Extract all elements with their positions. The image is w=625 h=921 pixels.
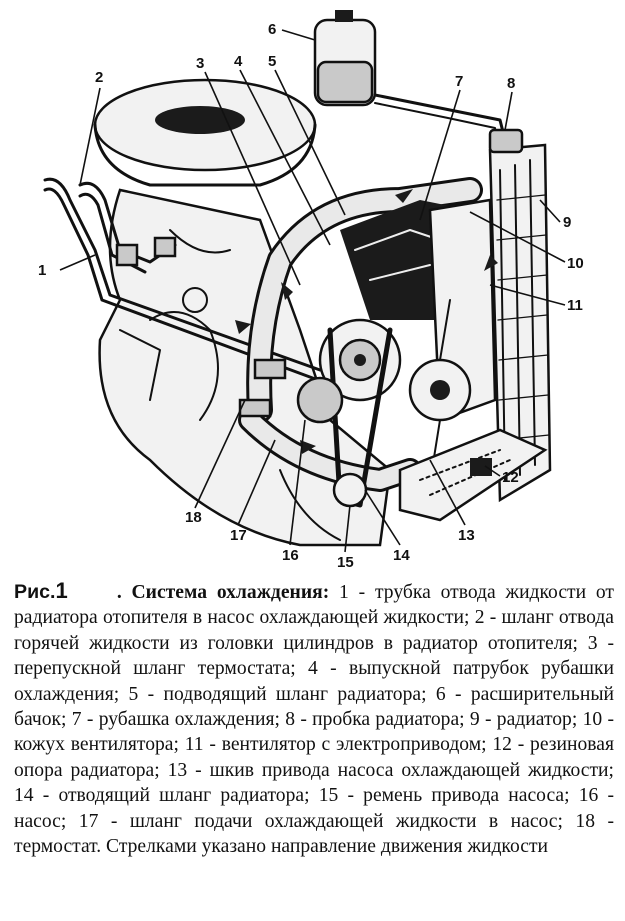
callout-16: 16 bbox=[282, 547, 299, 564]
figure-label: Рис. bbox=[14, 581, 56, 603]
pump-and-belt bbox=[296, 318, 402, 508]
callout-11: 11 bbox=[567, 297, 583, 314]
expansion-tank bbox=[313, 10, 507, 143]
callout-3: 3 bbox=[196, 55, 204, 72]
callout-6: 6 bbox=[268, 21, 276, 38]
callout-2: 2 bbox=[95, 69, 103, 86]
callout-7: 7 bbox=[455, 73, 463, 90]
radiator-hoses bbox=[238, 177, 483, 492]
figure-caption: Рис.1 . Система охлаждения: 1 - трубка о… bbox=[14, 578, 614, 859]
flow-arrows bbox=[235, 189, 498, 454]
callout-4: 4 bbox=[234, 53, 243, 70]
engine-drawing: 1 2 3 4 5 6 7 8 9 10 11 12 13 14 15 16 1… bbox=[38, 10, 584, 570]
heater-pipes bbox=[43, 177, 322, 382]
callout-5: 5 bbox=[268, 53, 276, 70]
callout-12: 12 bbox=[502, 469, 519, 486]
figure-legend: 1 - трубка отвода жидкости от радиатора … bbox=[14, 582, 614, 858]
callout-13: 13 bbox=[458, 527, 475, 544]
fan-assembly bbox=[408, 198, 497, 471]
figure-number: 1 bbox=[55, 578, 68, 603]
air-filter-housing bbox=[93, 78, 317, 187]
callout-14: 14 bbox=[393, 547, 410, 564]
callout-17: 17 bbox=[230, 527, 247, 544]
leader-lines bbox=[59, 29, 566, 553]
callout-15: 15 bbox=[337, 554, 354, 570]
callout-8: 8 bbox=[507, 75, 515, 92]
callout-labels: 1 2 3 4 5 6 7 8 9 10 11 12 13 14 15 16 1… bbox=[38, 21, 584, 570]
callout-1: 1 bbox=[38, 262, 46, 279]
callout-10: 10 bbox=[567, 255, 584, 272]
callout-9: 9 bbox=[563, 214, 571, 231]
callout-18: 18 bbox=[185, 509, 202, 526]
figure-title: . Система охлаждения: bbox=[116, 582, 330, 603]
cooling-system-illustration: 1 2 3 4 5 6 7 8 9 10 11 12 13 14 15 16 1… bbox=[38, 10, 584, 570]
radiator bbox=[398, 128, 552, 522]
